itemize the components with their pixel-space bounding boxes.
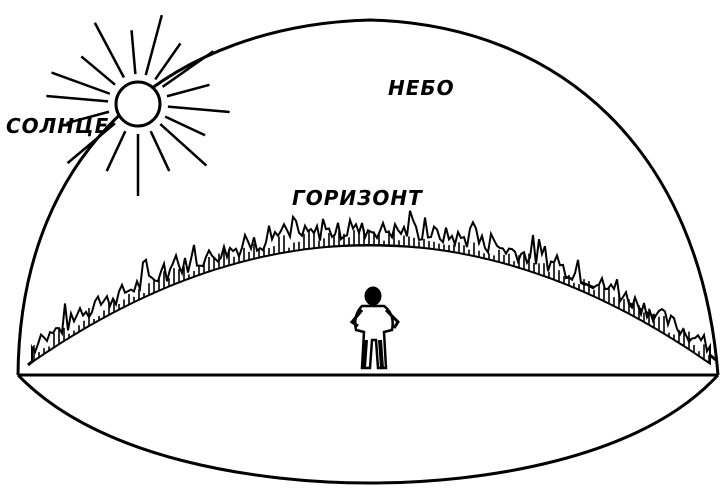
- sun-ray: [151, 131, 170, 171]
- sun-ray: [81, 56, 115, 84]
- sun-ray: [167, 85, 210, 96]
- sun-ray: [155, 43, 180, 79]
- person-body: [355, 306, 392, 368]
- sun-ray: [146, 15, 162, 75]
- sky-label: НЕБО: [388, 76, 455, 100]
- person-head: [365, 287, 381, 305]
- sun-ray: [95, 23, 124, 78]
- sun-ray: [52, 73, 110, 94]
- sun-ray: [46, 96, 108, 101]
- sun-label: СОЛНЦЕ: [6, 114, 109, 138]
- person-leg-right: [380, 340, 382, 368]
- horizon-label: ГОРИЗОНТ: [292, 186, 423, 210]
- ground-plane: [18, 375, 718, 483]
- sun-ray: [132, 30, 136, 74]
- sun-disc: [116, 82, 160, 126]
- sun-ray: [107, 131, 126, 171]
- sun-ray: [160, 124, 206, 165]
- person-leg-left: [364, 340, 366, 368]
- sun-ray: [168, 107, 230, 112]
- person-figure: [352, 287, 398, 368]
